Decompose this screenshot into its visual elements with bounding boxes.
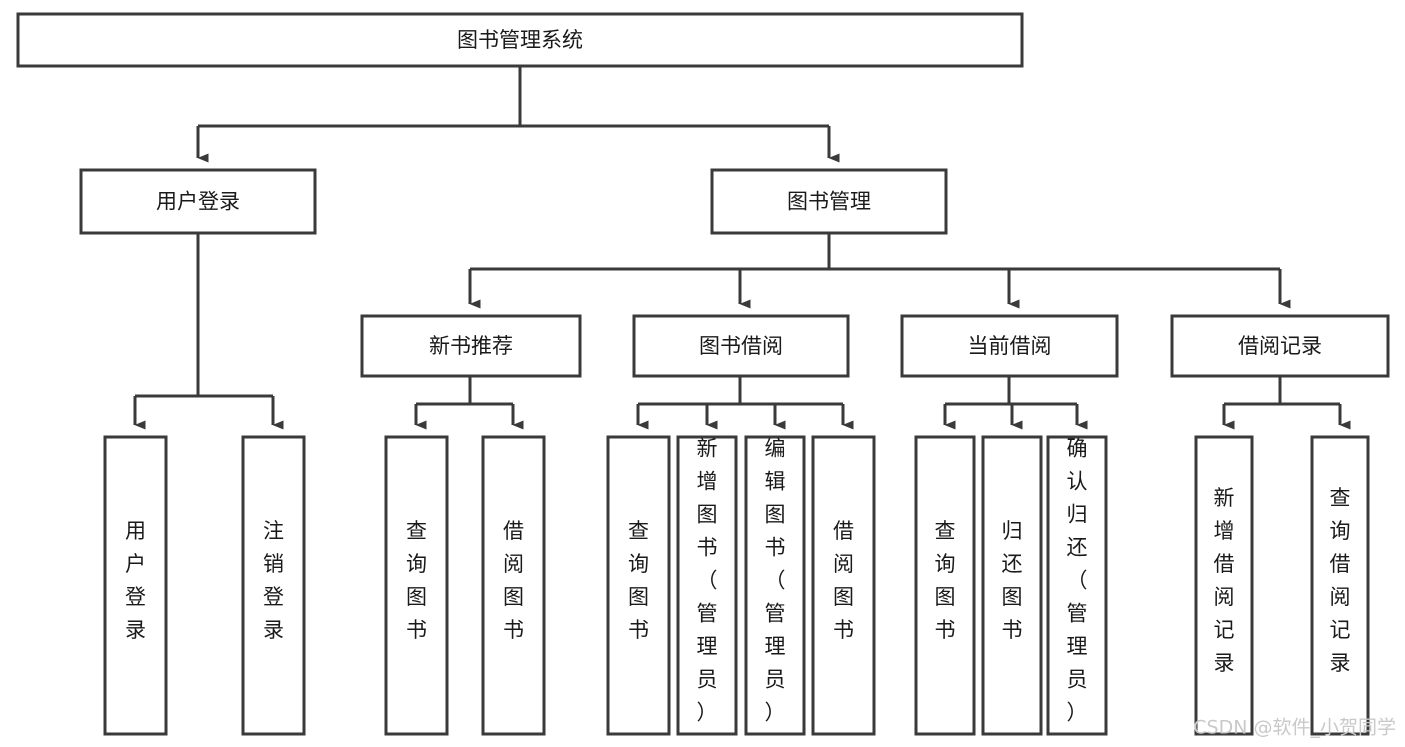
node-leaf-return-book-box[interactable] [981,435,1043,736]
node-leaf-query-borrow-record-box[interactable] [1310,435,1370,736]
node-leaf-confirm-return-label: 确认归还（管理员） [1067,437,1088,725]
node-user-login-box[interactable] [79,168,317,235]
csdn-watermark: CSDN @软件_小贺同学 [1193,717,1396,739]
node-book-management-box[interactable] [710,168,948,235]
node-leaf-query-book-current-box[interactable] [914,435,976,736]
node-leaf-logout[interactable]: 注销登录 [241,435,306,736]
node-leaf-add-book-box[interactable] [676,435,738,736]
node-leaf-borrow-book-recommend[interactable]: 借阅图书 [481,435,546,736]
node-leaf-query-book-borrow-box[interactable] [606,435,671,736]
node-book-borrow-box[interactable] [632,314,850,378]
node-new-book-recommend-box[interactable] [360,314,582,378]
node-leaf-logout-box[interactable] [241,435,306,736]
node-current-borrow[interactable]: 当前借阅 [900,314,1119,378]
node-borrow-record-box[interactable] [1170,314,1390,378]
node-borrow-record-label: 借阅记录 [1238,334,1322,358]
node-book-borrow-label: 图书借阅 [699,334,783,358]
node-leaf-borrow-book[interactable]: 借阅图书 [811,435,876,736]
node-leaf-confirm-return[interactable]: 确认归还（管理员） [1046,435,1108,736]
node-leaf-add-borrow-record[interactable]: 新增借阅记录 [1194,435,1254,736]
node-leaf-query-book-borrow[interactable]: 查询图书 [606,435,671,736]
node-leaf-query-book-borrow-label: 查询图书 [628,519,649,642]
node-leaf-edit-book[interactable]: 编辑图书（管理员） [744,435,806,736]
node-leaf-add-book-label: 新增图书（管理员） [697,437,718,725]
node-leaf-add-borrow-record-label: 新增借阅记录 [1214,486,1235,675]
node-leaf-user-login-label: 用户登录 [125,519,146,642]
node-root[interactable]: 图书管理系统 [16,12,1024,68]
node-borrow-record[interactable]: 借阅记录 [1170,314,1390,378]
node-user-login-label: 用户登录 [156,190,240,214]
node-leaf-query-book-current[interactable]: 查询图书 [914,435,976,736]
node-new-book-recommend[interactable]: 新书推荐 [360,314,582,378]
node-leaf-confirm-return-box[interactable] [1046,435,1108,736]
node-leaf-query-book-current-label: 查询图书 [935,519,956,642]
node-leaf-return-book[interactable]: 归还图书 [981,435,1043,736]
node-leaf-add-borrow-record-box[interactable] [1194,435,1254,736]
node-leaf-add-book[interactable]: 新增图书（管理员） [676,435,738,736]
node-leaf-borrow-book-recommend-box[interactable] [481,435,546,736]
node-leaf-query-borrow-record-label: 查询借阅记录 [1330,486,1351,675]
node-current-borrow-box[interactable] [900,314,1119,378]
node-leaf-logout-label: 注销登录 [263,519,284,642]
node-leaf-return-book-label: 归还图书 [1002,519,1023,642]
node-layer: 图书管理系统用户登录图书管理新书推荐图书借阅当前借阅借阅记录用户登录注销登录查询… [16,12,1390,736]
node-leaf-borrow-book-recommend-label: 借阅图书 [503,519,524,642]
node-leaf-query-book-recommend[interactable]: 查询图书 [384,435,449,736]
node-root-box[interactable] [16,12,1024,68]
node-leaf-user-login-box[interactable] [103,435,168,736]
node-user-login[interactable]: 用户登录 [79,168,317,235]
node-book-management-label: 图书管理 [787,190,871,214]
node-book-management[interactable]: 图书管理 [710,168,948,235]
node-leaf-user-login[interactable]: 用户登录 [103,435,168,736]
node-new-book-recommend-label: 新书推荐 [429,334,513,358]
node-root-label: 图书管理系统 [457,28,583,52]
node-book-borrow[interactable]: 图书借阅 [632,314,850,378]
connector-layer [133,66,1351,430]
node-leaf-query-book-recommend-box[interactable] [384,435,449,736]
node-leaf-edit-book-label: 编辑图书（管理员） [765,437,786,725]
node-leaf-borrow-book-box[interactable] [811,435,876,736]
node-leaf-query-borrow-record[interactable]: 查询借阅记录 [1310,435,1370,736]
node-leaf-borrow-book-label: 借阅图书 [833,519,854,642]
node-leaf-edit-book-box[interactable] [744,435,806,736]
node-current-borrow-label: 当前借阅 [968,334,1052,358]
node-leaf-query-book-recommend-label: 查询图书 [406,519,427,642]
